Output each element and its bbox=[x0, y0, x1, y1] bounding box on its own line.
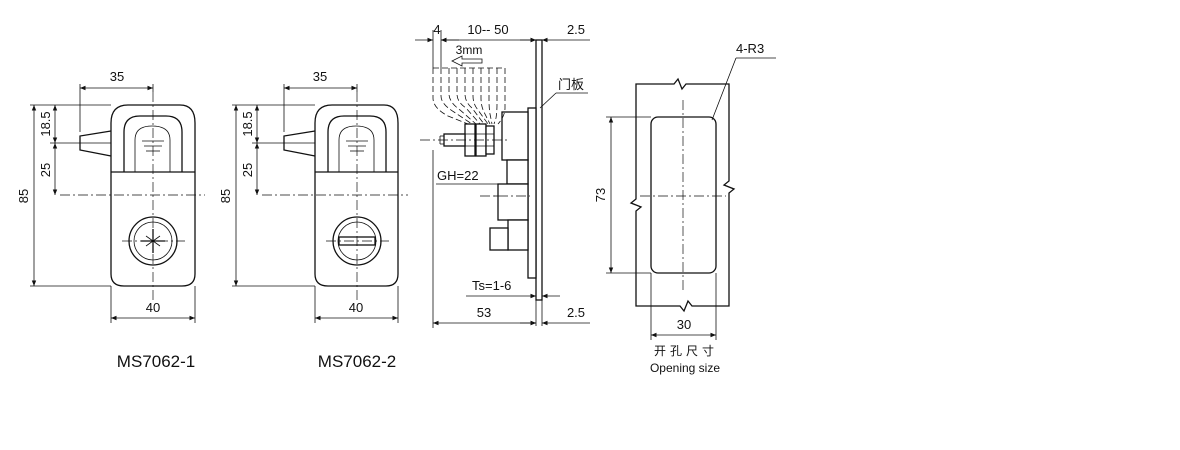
handle-inner bbox=[338, 125, 375, 172]
latch-tongue bbox=[283, 130, 316, 157]
dim-top-width: 35 bbox=[110, 69, 124, 84]
cam-position-dashed bbox=[456, 68, 481, 125]
mounting-plate bbox=[527, 107, 537, 279]
dim-stroke: 3mm bbox=[456, 43, 483, 57]
dim-bottom-width: 40 bbox=[146, 300, 160, 315]
dim-panel-thickness-top: 2.5 bbox=[567, 22, 585, 37]
opening-cutout bbox=[650, 116, 717, 274]
cam-position-dashed bbox=[497, 68, 506, 125]
cam-position-dashed bbox=[440, 68, 473, 125]
stroke-arrow-icon bbox=[451, 55, 483, 67]
caption-ms7062-1: MS7062-1 bbox=[117, 352, 195, 371]
leader-line bbox=[539, 92, 557, 109]
opening-size-title-en: Opening size bbox=[650, 361, 720, 375]
dim-total-height: 85 bbox=[16, 189, 31, 203]
lock-body-outline bbox=[110, 104, 196, 287]
dim-cutout-width: 30 bbox=[677, 317, 691, 332]
front-view-ms7062-1: 35 18.5 25 85 40 MS7062-1 bbox=[16, 69, 205, 371]
cylinder-side bbox=[489, 227, 509, 251]
dim-bottom-width: 40 bbox=[349, 300, 363, 315]
dim-upper-height: 18.5 bbox=[38, 111, 53, 136]
front-view-ms7062-2: 35 18.5 25 85 40 MS7062-2 bbox=[218, 69, 408, 371]
housing-upper bbox=[501, 111, 529, 161]
cam-position-dashed bbox=[480, 68, 491, 125]
radius-leader bbox=[711, 57, 737, 121]
latch-tongue bbox=[79, 130, 112, 157]
panel-plate-outline bbox=[629, 77, 736, 313]
dim-mid-height: 25 bbox=[38, 163, 53, 177]
dim-cutout-height: 73 bbox=[593, 188, 608, 202]
door-panel-label: 门板 bbox=[558, 77, 584, 92]
door-panel bbox=[535, 39, 543, 301]
dim-offset: 4 bbox=[433, 22, 440, 37]
cam-position-dashed bbox=[493, 68, 498, 125]
cam-position-dashed bbox=[432, 68, 469, 125]
dim-depth: 53 bbox=[477, 305, 491, 320]
housing-bottom bbox=[507, 219, 529, 251]
cam-position-dashed bbox=[488, 68, 493, 125]
dim-gh: GH=22 bbox=[437, 168, 479, 183]
dim-total-height: 85 bbox=[218, 189, 233, 203]
cam-position-dashed bbox=[472, 68, 489, 125]
dim-mid-height: 25 bbox=[240, 163, 255, 177]
dim-top-width: 35 bbox=[313, 69, 327, 84]
dim-range-label: 10-- 50 bbox=[467, 22, 508, 37]
lock-body-outline bbox=[314, 104, 399, 287]
dim-ts: Ts=1-6 bbox=[472, 278, 511, 293]
cam-position-dashed bbox=[448, 68, 477, 125]
dim-corner-radius: 4-R3 bbox=[736, 41, 764, 56]
dim-panel-thickness-bottom: 2.5 bbox=[567, 305, 585, 320]
opening-cutout-view: 4-R3 73 30 开孔尺寸 Opening size bbox=[593, 41, 776, 375]
housing-lower bbox=[497, 183, 529, 221]
handle-inner bbox=[134, 125, 171, 172]
opening-size-title-cn: 开孔尺寸 bbox=[654, 344, 718, 358]
dim-upper-height: 18.5 bbox=[240, 111, 255, 136]
caption-ms7062-2: MS7062-2 bbox=[318, 352, 396, 371]
housing-middle bbox=[506, 159, 529, 185]
side-view: 3mm 4 10-- 50 2.5 门板 GH=22 Ts=1-6 53 2.5 bbox=[415, 22, 590, 328]
